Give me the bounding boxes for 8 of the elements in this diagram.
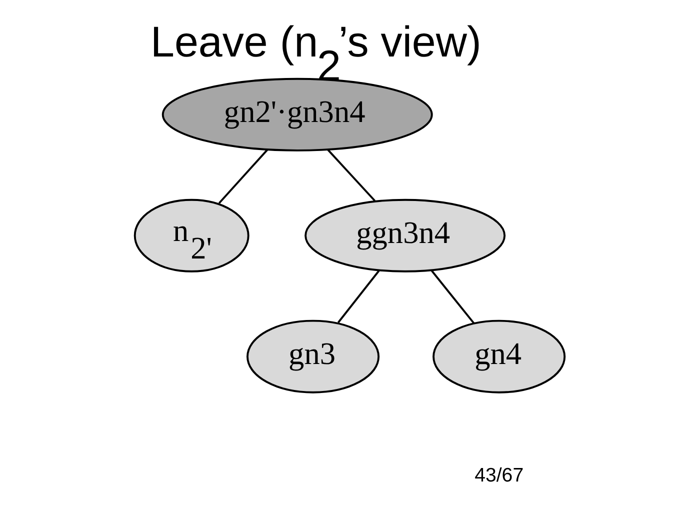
- node-ellipse: gn4: [432, 320, 566, 394]
- label: 43/67: [474, 464, 524, 487]
- node-ellipse: ggn3n4: [304, 198, 506, 272]
- connector: [337, 270, 380, 324]
- node-ellipse: gn3: [246, 320, 380, 394]
- connector: [326, 149, 376, 202]
- connector: [218, 149, 268, 204]
- connector: [430, 270, 474, 324]
